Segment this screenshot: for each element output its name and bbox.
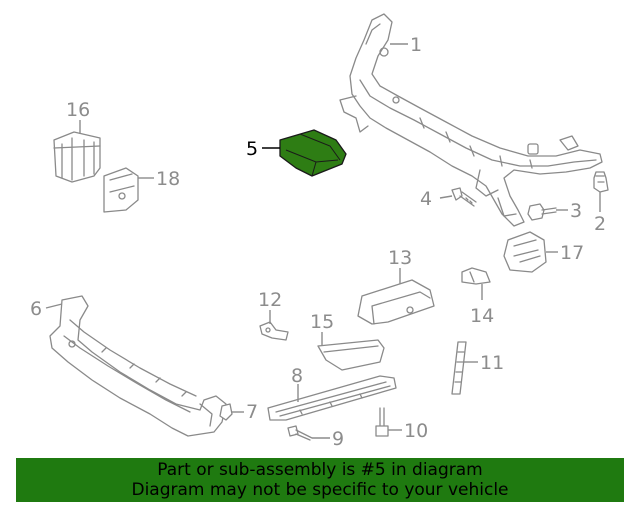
part-17-bracket [503, 231, 547, 273]
part-14-clip [461, 267, 491, 285]
callout-13: 13 [388, 247, 412, 269]
callout-1: 1 [410, 34, 422, 56]
leader-4 [439, 195, 453, 199]
callout-5: 5 [246, 138, 258, 160]
banner-line-2: Diagram may not be specific to your vehi… [131, 480, 509, 500]
info-banner: Part or sub-assembly is #5 in diagram Di… [16, 458, 624, 502]
part-2-bolt [593, 171, 609, 193]
callout-9: 9 [332, 428, 344, 450]
part-3-bolt [527, 203, 557, 221]
banner-line-1: Part or sub-assembly is #5 in diagram [157, 460, 483, 480]
callout-10: 10 [404, 420, 428, 442]
callout-8: 8 [291, 365, 303, 387]
part-5-highlighted [279, 129, 347, 177]
callout-14: 14 [470, 305, 494, 327]
callout-6: 6 [30, 298, 42, 320]
part-13-bracket [357, 279, 435, 325]
callout-16: 16 [66, 99, 90, 121]
callout-15: 15 [310, 311, 334, 333]
callout-3: 3 [570, 200, 582, 222]
part-1-radiator-support [339, 13, 603, 227]
callout-2: 2 [594, 213, 606, 235]
leader-6 [45, 303, 63, 309]
part-6-lower-tie-bar [49, 295, 227, 437]
part-9-screw [287, 425, 313, 441]
part-7-bolt [219, 403, 233, 421]
callout-12: 12 [258, 289, 282, 311]
callout-7: 7 [246, 401, 258, 423]
part-8-lower-deflector [267, 375, 397, 421]
part-16-bracket [53, 131, 101, 183]
callout-18: 18 [156, 168, 180, 190]
part-11-strip [451, 341, 467, 395]
callout-4: 4 [420, 188, 432, 210]
part-4-screw [451, 187, 477, 207]
part-10-bolt [375, 407, 389, 437]
part-15-deflector [317, 339, 385, 371]
part-12-bracket [259, 321, 289, 341]
callout-11: 11 [480, 352, 504, 374]
part-18-bracket [103, 167, 139, 213]
callout-17: 17 [560, 242, 584, 264]
